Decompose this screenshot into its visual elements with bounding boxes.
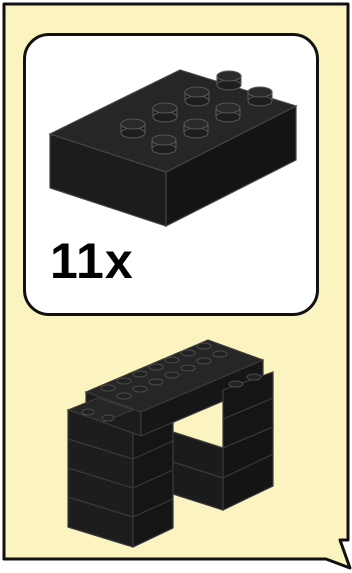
parts-box: 11x [23,33,319,316]
quantity-label: 11x [50,232,134,290]
brick-arch-model [58,332,288,562]
black-2x4-brick-icon [48,54,298,244]
